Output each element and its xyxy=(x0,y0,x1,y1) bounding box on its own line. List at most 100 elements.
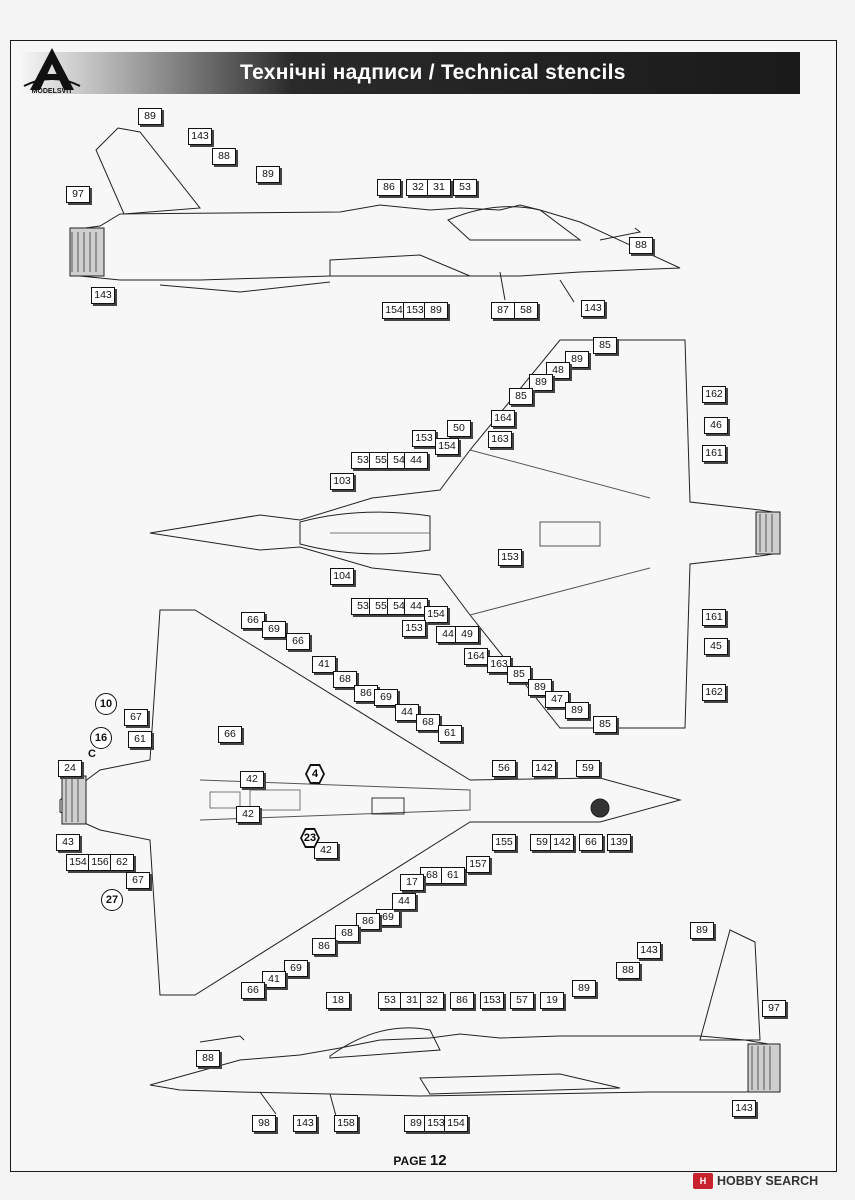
callout-67: 67 xyxy=(126,872,150,889)
callout-44: 44 xyxy=(436,626,460,643)
callout-86: 86 xyxy=(354,685,378,702)
callout-69: 69 xyxy=(374,689,398,706)
callout-67: 67 xyxy=(124,709,148,726)
callout-42: 42 xyxy=(240,771,264,788)
callout-44: 44 xyxy=(392,893,416,910)
callout-66: 66 xyxy=(286,633,310,650)
callout-19: 19 xyxy=(540,992,564,1009)
page-title: Технічні надписи / Technical stencils xyxy=(240,61,626,84)
callout-89: 89 xyxy=(572,980,596,997)
callout-85: 85 xyxy=(507,666,531,683)
callout-61: 61 xyxy=(438,725,462,742)
callout-61: 61 xyxy=(128,731,152,748)
page-label: PAGE xyxy=(393,1154,427,1168)
header-band xyxy=(20,52,800,94)
callout-41: 41 xyxy=(312,656,336,673)
callout-89: 89 xyxy=(256,166,280,183)
callout-68: 68 xyxy=(335,925,359,942)
callout-153: 153 xyxy=(480,992,504,1009)
callout-69: 69 xyxy=(262,621,286,638)
callout-89: 89 xyxy=(424,302,448,319)
callout-66: 66 xyxy=(579,834,603,851)
callout-143: 143 xyxy=(293,1115,317,1132)
callout-50: 50 xyxy=(447,420,471,437)
callout-88: 88 xyxy=(616,962,640,979)
top-view xyxy=(149,339,781,729)
callout-17: 17 xyxy=(400,874,424,891)
page-number: PAGE 12 xyxy=(360,1152,480,1169)
callout-68: 68 xyxy=(416,714,440,731)
callout-86: 86 xyxy=(450,992,474,1009)
callout-158: 158 xyxy=(334,1115,358,1132)
watermark-text: HOBBY SEARCH xyxy=(717,1174,819,1188)
circled-callout-27: 27 xyxy=(101,889,123,911)
callout-24: 24 xyxy=(58,760,82,777)
side-view-right xyxy=(149,929,781,1117)
callout-49: 49 xyxy=(455,626,479,643)
callout-89: 89 xyxy=(529,374,553,391)
callout-143: 143 xyxy=(188,128,212,145)
callout-164: 164 xyxy=(491,410,515,427)
bottom-view xyxy=(59,609,682,996)
callout-68: 68 xyxy=(333,671,357,688)
hex-callout-23: 23 xyxy=(300,828,320,848)
callout-98: 98 xyxy=(252,1115,276,1132)
callout-31: 31 xyxy=(427,179,451,196)
callout-104: 104 xyxy=(330,568,354,585)
callout-153: 153 xyxy=(412,430,436,447)
watermark: H HOBBY SEARCH xyxy=(693,1170,853,1192)
hex-callout-4: 4 xyxy=(305,764,325,784)
modelsvit-logo-icon xyxy=(23,48,81,90)
callout-59: 59 xyxy=(576,760,600,777)
callout-47: 47 xyxy=(545,691,569,708)
hobby-search-logo-icon: H xyxy=(693,1173,713,1189)
page-number-value: 12 xyxy=(429,1152,447,1169)
side-view-left xyxy=(69,127,681,303)
callout-143: 143 xyxy=(732,1100,756,1117)
callout-156: 156 xyxy=(88,854,112,871)
callout-88: 88 xyxy=(629,237,653,254)
callout-61: 61 xyxy=(441,867,465,884)
callout-58: 58 xyxy=(514,302,538,319)
callout-157: 157 xyxy=(466,856,490,873)
callout-88: 88 xyxy=(196,1050,220,1067)
callout-154: 154 xyxy=(444,1115,468,1132)
callout-162: 162 xyxy=(702,684,726,701)
callout-153: 153 xyxy=(498,549,522,566)
callout-162: 162 xyxy=(702,386,726,403)
callout-85: 85 xyxy=(593,716,617,733)
callout-143: 143 xyxy=(91,287,115,304)
callout-32: 32 xyxy=(406,179,430,196)
callout-42: 42 xyxy=(236,806,260,823)
callout-66: 66 xyxy=(241,612,265,629)
callout-86: 86 xyxy=(377,179,401,196)
callout-97: 97 xyxy=(66,186,90,203)
callout-66: 66 xyxy=(241,982,265,999)
brand-name: MODELSVIT xyxy=(31,88,73,95)
callout-44: 44 xyxy=(404,452,428,469)
callout-66: 66 xyxy=(218,726,242,743)
callout-53: 53 xyxy=(378,992,402,1009)
callout-155: 155 xyxy=(492,834,516,851)
callout-85: 85 xyxy=(509,388,533,405)
callout-56: 56 xyxy=(492,760,516,777)
callout-153: 153 xyxy=(402,620,426,637)
callout-62: 62 xyxy=(110,854,134,871)
callout-161: 161 xyxy=(702,445,726,462)
callout-89: 89 xyxy=(565,702,589,719)
callout-57: 57 xyxy=(510,992,534,1009)
callout-89: 89 xyxy=(565,351,589,368)
callout-154: 154 xyxy=(424,606,448,623)
callout-163: 163 xyxy=(488,431,512,448)
callout-45: 45 xyxy=(704,638,728,655)
callout-89: 89 xyxy=(690,922,714,939)
callout-43: 43 xyxy=(56,834,80,851)
callout-143: 143 xyxy=(637,942,661,959)
callout-42: 42 xyxy=(314,842,338,859)
callout-18: 18 xyxy=(326,992,350,1009)
circled-callout-10: 10 xyxy=(95,693,117,715)
callout-41: 86 xyxy=(312,938,336,955)
callout-142: 142 xyxy=(532,760,556,777)
callout-44: 44 xyxy=(395,704,419,721)
